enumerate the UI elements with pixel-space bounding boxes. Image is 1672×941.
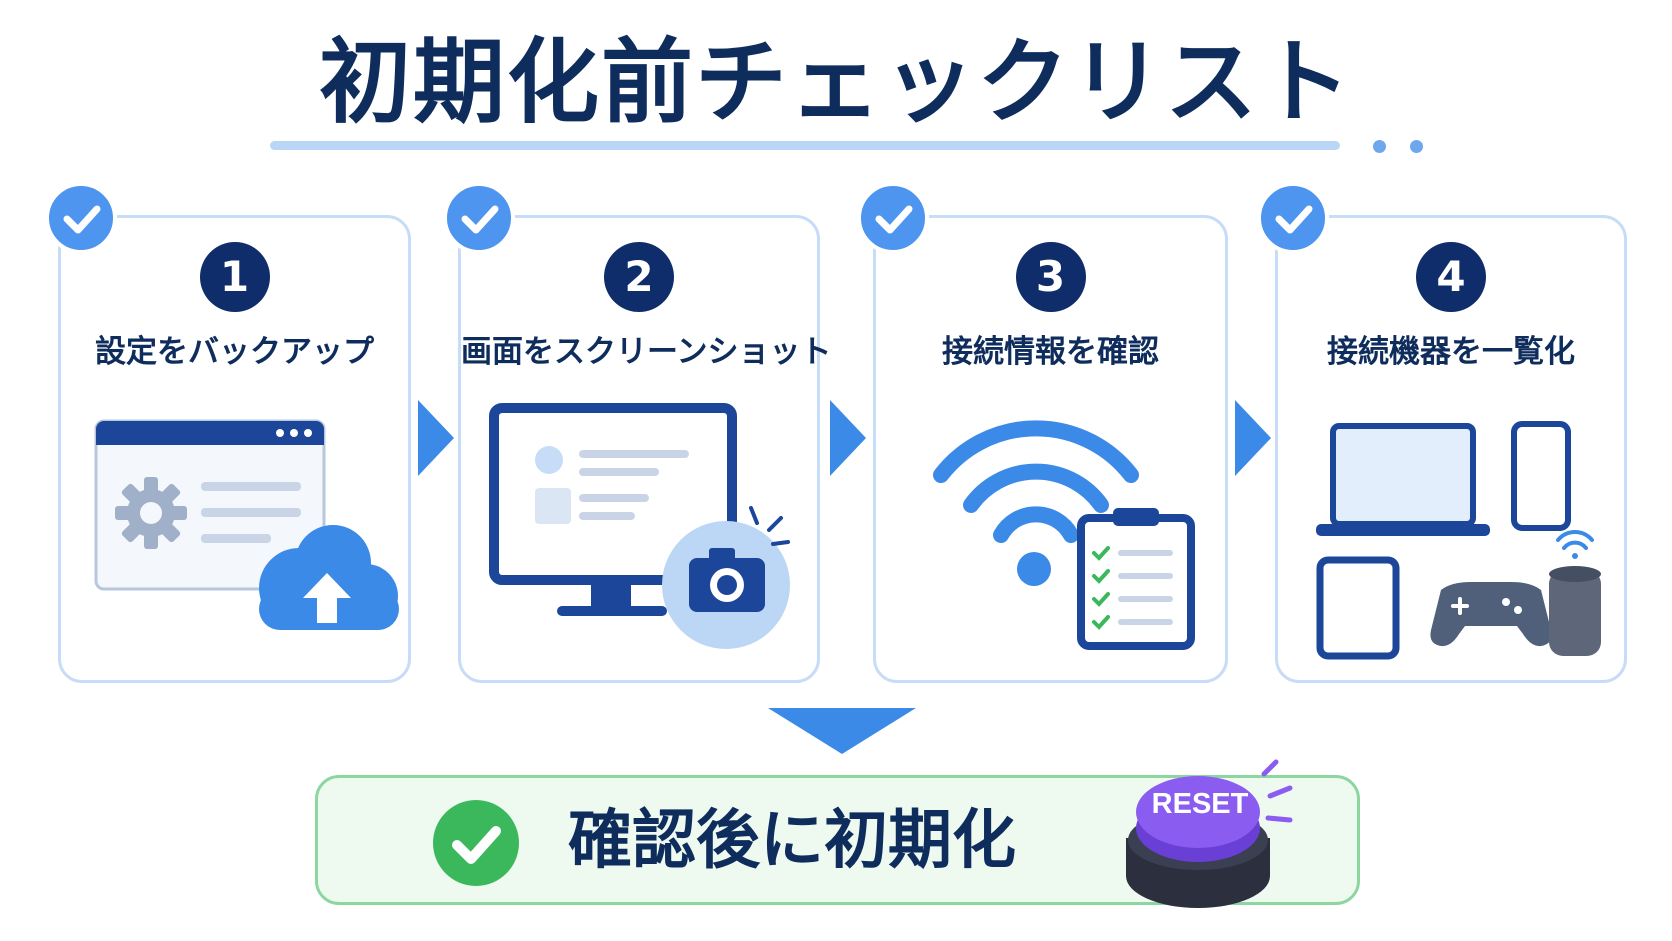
page-title: 初期化前チェックリスト bbox=[318, 29, 1353, 136]
step-label-2: 画面をスクリーンショット bbox=[461, 334, 832, 370]
reset-button[interactable]: RESET bbox=[1098, 758, 1308, 922]
arrow-down-icon bbox=[768, 708, 916, 754]
result-label: 確認後に初期化 bbox=[568, 804, 1016, 878]
title-underline bbox=[270, 141, 1340, 150]
check-circle-icon bbox=[433, 800, 519, 886]
step-label-1: 設定をバックアップ bbox=[95, 334, 374, 370]
step-number-4: 4 bbox=[1416, 242, 1486, 312]
check-badge-1 bbox=[45, 182, 117, 254]
monitor-camera-icon bbox=[489, 403, 790, 649]
check-badge-2 bbox=[443, 182, 515, 254]
wifi-clipboard-icon bbox=[933, 420, 1195, 650]
step-card-4: 4 接続機器を一覧化 bbox=[1275, 215, 1627, 683]
decor-dot bbox=[1373, 140, 1386, 153]
arrow-right-icon bbox=[418, 400, 454, 476]
decor-dot bbox=[1410, 140, 1423, 153]
step-label-3: 接続情報を確認 bbox=[942, 334, 1159, 370]
step-card-2: 2 画面をスクリーンショット bbox=[458, 215, 832, 683]
arrow-right-icon bbox=[830, 400, 866, 476]
devices-icon bbox=[1316, 421, 1601, 660]
check-badge-3 bbox=[857, 182, 929, 254]
step-card-3: 3 接続情報を確認 bbox=[873, 215, 1228, 683]
result-box: 確認後に初期化 RESET bbox=[315, 759, 1360, 908]
step-card-1: 1 設定をバックアップ bbox=[58, 215, 411, 683]
arrow-right-icon bbox=[1235, 400, 1271, 476]
step-label-4: 接続機器を一覧化 bbox=[1327, 334, 1575, 370]
check-badge-4 bbox=[1257, 182, 1329, 254]
step-number-3: 3 bbox=[1015, 242, 1086, 312]
reset-button-label: RESET bbox=[1151, 788, 1249, 820]
reset-button-graphic bbox=[1126, 759, 1293, 908]
step-number-1: 1 bbox=[199, 242, 270, 312]
step-number-2: 2 bbox=[604, 242, 674, 312]
settings-window-cloud-upload-icon bbox=[94, 419, 399, 630]
